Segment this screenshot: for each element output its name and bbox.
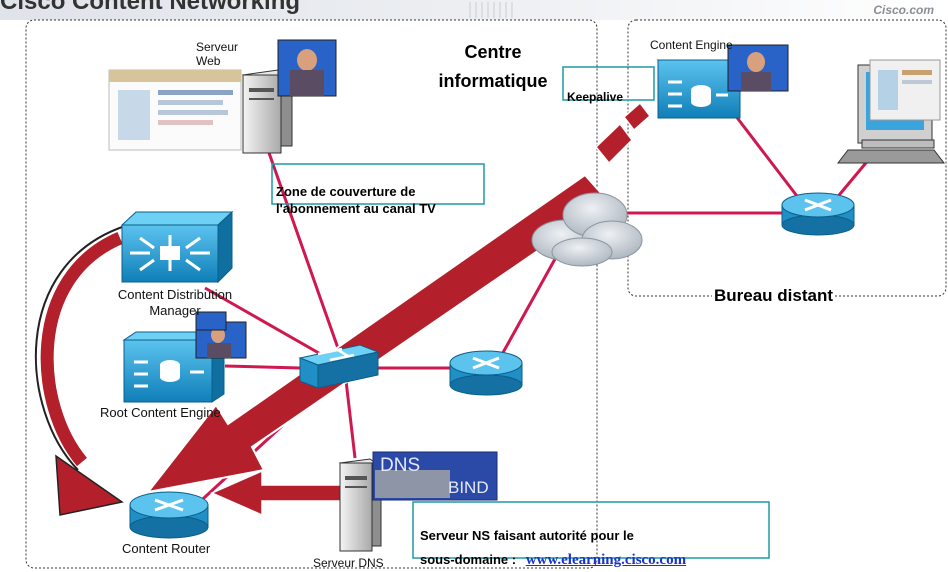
header-title-fragment: Cisco Content Networking	[0, 0, 301, 15]
keepalive-box	[562, 66, 655, 101]
remote-router-icon	[781, 192, 855, 236]
ns-box	[412, 501, 770, 559]
remote-content-engine-label: Content Engine	[650, 38, 733, 52]
datacenter-router-icon	[449, 350, 523, 396]
datacenter-zone	[25, 19, 598, 569]
pc-workstation-icon	[836, 59, 946, 164]
curved-arrow-head	[55, 454, 124, 516]
cdm-label-line-1: Content Distribution	[117, 287, 233, 302]
coverage-label: Zone de couverture de l'abonnement au ca…	[276, 183, 436, 217]
datacenter-title-line-1: Centre	[464, 42, 522, 62]
wan-cloud	[531, 192, 643, 267]
keepalive-dash-2	[622, 101, 652, 132]
cisco-brand-logo: Cisco.com	[873, 3, 934, 17]
remote-zone-title: Bureau distant	[712, 286, 836, 306]
dns-server-label: Serveur DNS	[313, 556, 384, 570]
content-router-icon	[129, 491, 209, 539]
curved-arrow-outline	[35, 225, 126, 471]
content-distribution-manager-icon	[120, 210, 234, 284]
web-server-label-line-2: Web	[196, 54, 221, 68]
elearning-link[interactable]: www.elearning.cisco.com	[525, 552, 687, 568]
remote-content-engine-icon	[656, 59, 742, 119]
video-thumbnail-cdm	[195, 311, 227, 331]
web-page-thumbnail	[108, 69, 242, 151]
ns-caption-line-2: sous-domaine : www.elearning.cisco.com	[420, 548, 686, 572]
cdm-label: Content Distribution Manager	[90, 287, 260, 319]
video-thumbnail-web	[277, 39, 337, 97]
ns-caption: Serveur NS faisant autorité pour le sous…	[420, 524, 686, 572]
header-band	[0, 0, 948, 20]
content-router-label: Content Router	[122, 541, 211, 556]
coverage-label-line-2: l'abonnement au canal TV	[276, 201, 436, 216]
ns-caption-line-1: Serveur NS faisant autorité pour le	[420, 528, 634, 543]
web-server-label: Serveur Web	[196, 40, 238, 68]
datacenter-title: Centre informatique	[418, 38, 568, 96]
svg-text:BIND: BIND	[448, 478, 489, 497]
web-server-label-line-1: Serveur	[196, 40, 239, 54]
dns-arrow	[210, 469, 345, 517]
coverage-box	[271, 163, 485, 205]
coverage-label-line-1: Zone de couverture de	[276, 184, 416, 199]
video-thumbnail-remote	[727, 44, 789, 92]
keepalive-label: Keepalive	[567, 90, 624, 104]
root-content-engine-label: Root Content Engine	[100, 405, 221, 420]
datacenter-title-line-2: informatique	[438, 71, 548, 91]
ns-caption-prefix: sous-domaine :	[420, 552, 517, 567]
svg-text:DNS: DNS	[380, 455, 420, 476]
keepalive-dash-1	[594, 122, 633, 165]
central-switch-icon	[298, 344, 380, 389]
curved-arrow-body	[40, 232, 123, 467]
header-stripes	[469, 2, 513, 18]
cdm-label-line-2: Manager	[149, 303, 201, 318]
dns-bind-logo: DNS BIND	[372, 451, 498, 501]
